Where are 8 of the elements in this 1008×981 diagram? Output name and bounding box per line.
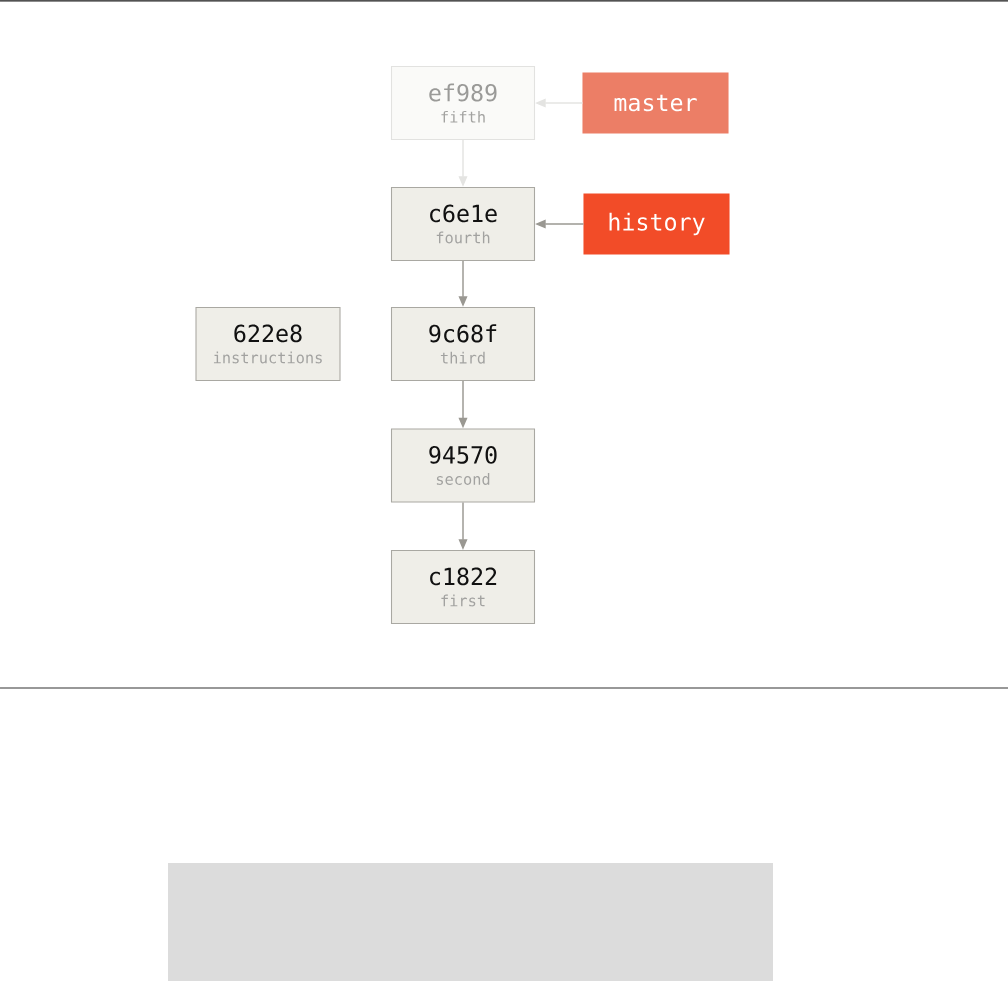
branch-label: master <box>582 72 729 134</box>
commit-box: c6e1e fourth <box>390 186 536 262</box>
commit-box: 622e8 instructions <box>195 306 341 382</box>
branch-label: history <box>583 193 730 255</box>
commit-box: 9c68f third <box>390 306 536 382</box>
commit-box: 94570 second <box>390 428 536 503</box>
commit-box: c1822 first <box>390 549 536 625</box>
commit-box: ef989 fifth <box>390 65 536 141</box>
